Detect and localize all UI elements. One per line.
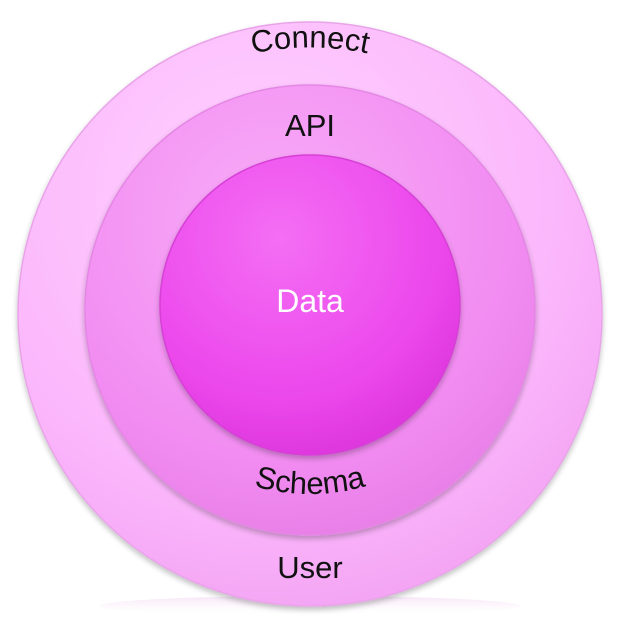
middle-top-label: API	[285, 108, 335, 143]
outer-top-label: Connect	[248, 19, 373, 60]
inner-circle	[159, 154, 461, 456]
inner-label: Data	[276, 283, 344, 319]
outer-bottom-label: User	[277, 550, 342, 585]
